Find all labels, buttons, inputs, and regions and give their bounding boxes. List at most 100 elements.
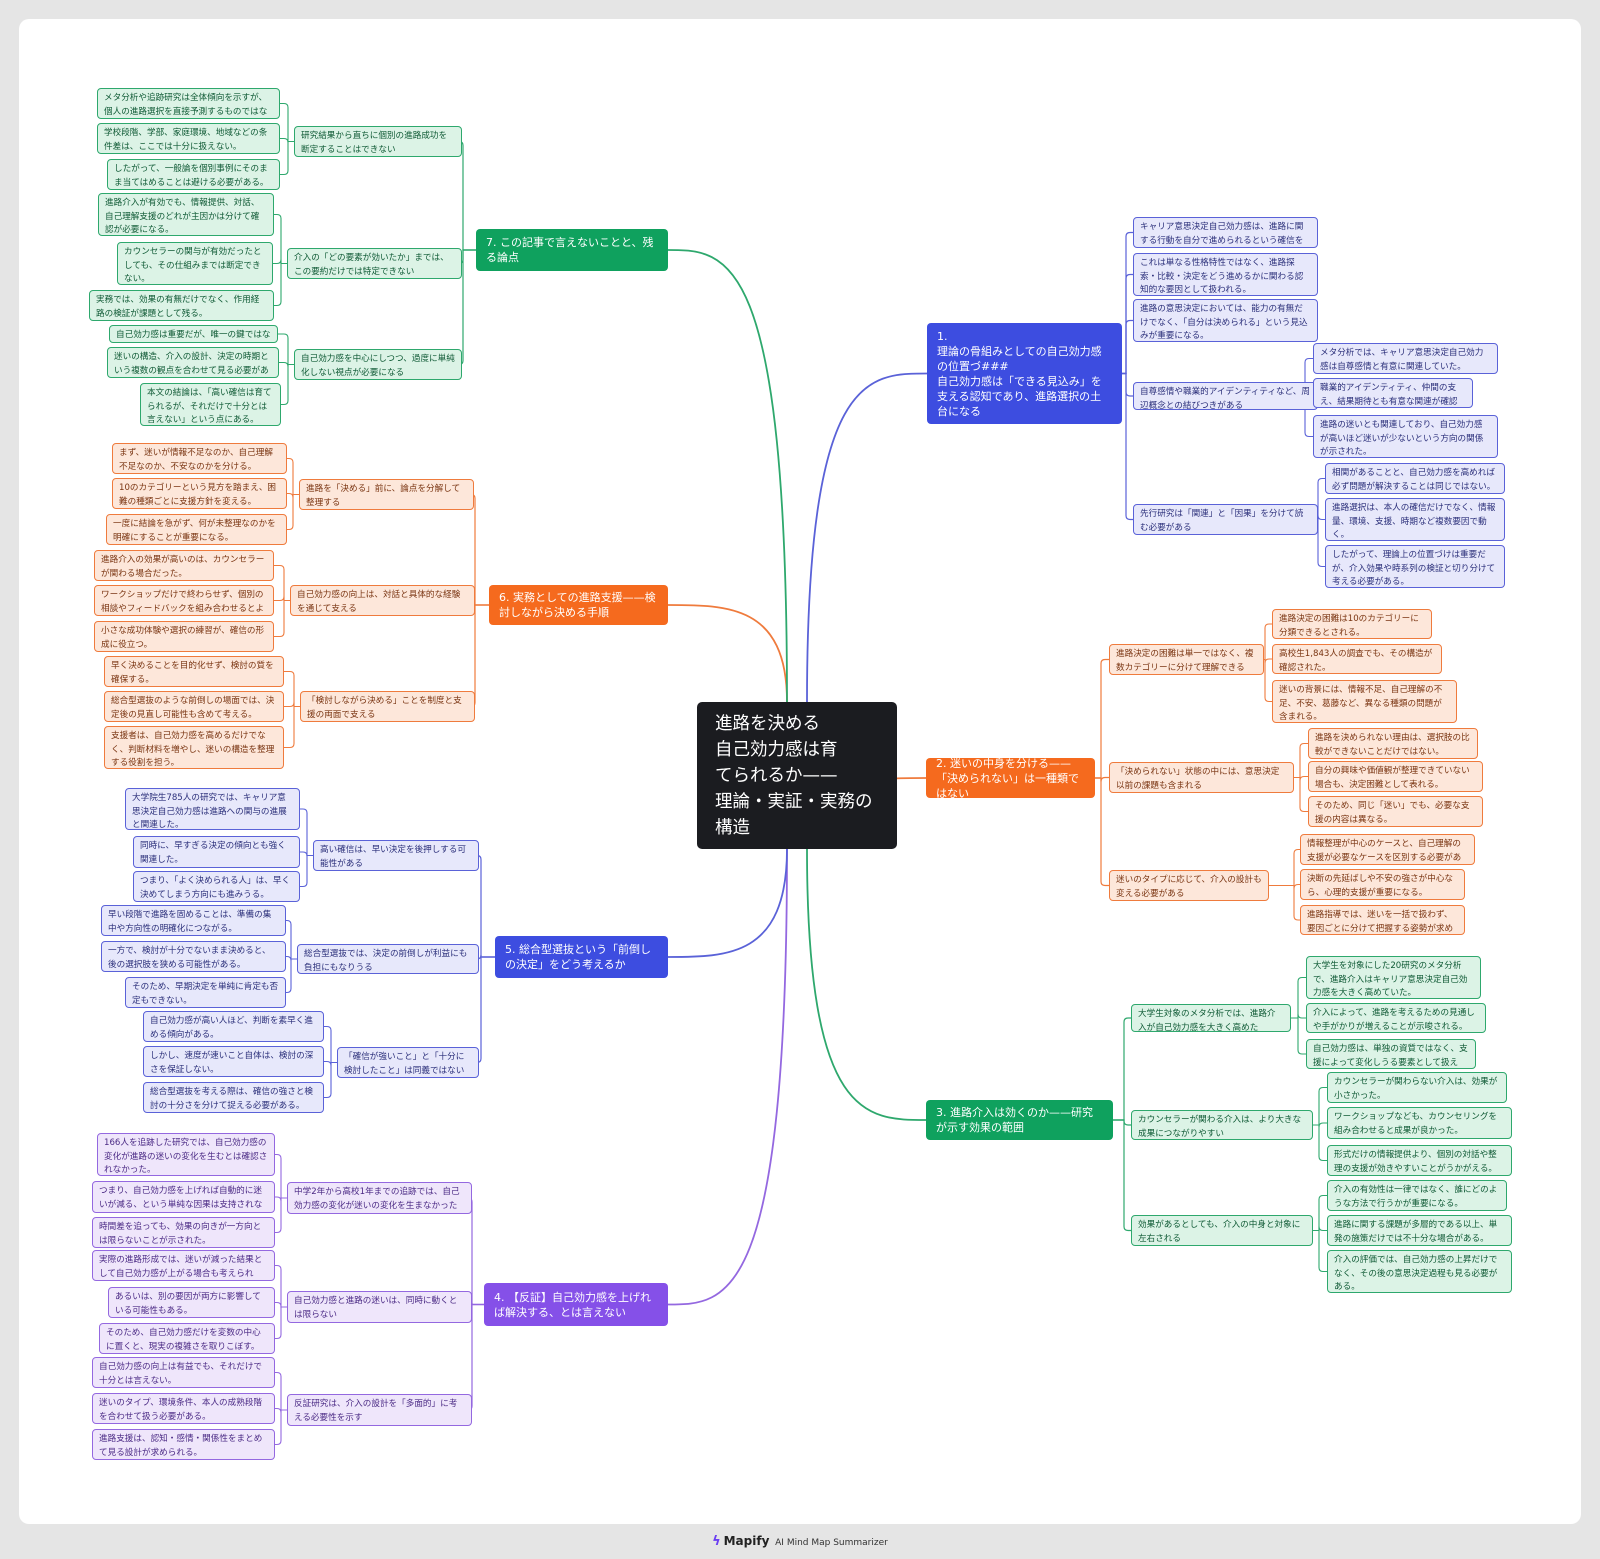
leaf-7-1-3[interactable]: したがって、一般論を個別事例にそのまま当てはめることは避ける必要がある。 bbox=[107, 159, 280, 190]
central-topic[interactable]: 進路を決める 自己効力感は育 てられるか—— 理論・実証・実務の 構造 bbox=[697, 702, 897, 849]
leaf-6-3-1[interactable]: 早く決めることを目的化せず、検討の質を確保する。 bbox=[104, 656, 284, 687]
leaf-2-2-2[interactable]: 自分の興味や価値観が整理できていない場合も、決定困難として表れる。 bbox=[1308, 761, 1483, 792]
subtopic-6-1[interactable]: 進路を「決める」前に、論点を分解して整理する bbox=[299, 479, 474, 510]
subtopic-5-2[interactable]: 総合型選抜では、決定の前倒しが利益にも負担にもなりうる bbox=[297, 944, 479, 974]
leaf-2-3-1[interactable]: 情報整理が中心のケースと、自己理解の支援が必要なケースを区別する必要がある。 bbox=[1300, 834, 1475, 865]
leaf-3-1-3[interactable]: 自己効力感は、単独の資質ではなく、支援によって変化しうる要素として扱える。 bbox=[1306, 1039, 1476, 1069]
leaf-3-1-2[interactable]: 介入によって、進路を考えるための見通しや手がかりが増えることが示唆される。 bbox=[1306, 1003, 1486, 1033]
leaf-1-4-2[interactable]: 職業的アイデンティティ、仲間の支え、結果期待とも有意な関連が確認された。 bbox=[1313, 378, 1473, 408]
branch-topic-7[interactable]: 7. この記事で言えないことと、残る論点 bbox=[476, 229, 668, 271]
leaf-4-1-3[interactable]: 時間差を追っても、効果の向きが一方向とは限らないことが示された。 bbox=[92, 1217, 275, 1248]
leaf-5-1-3[interactable]: つまり、「よく決められる人」は、早く決めてしまう方向にも進みうる。 bbox=[133, 871, 300, 902]
branch-topic-2[interactable]: 2. 迷いの中身を分ける——「決められない」は一種類ではない bbox=[926, 758, 1095, 798]
leaf-4-2-1[interactable]: 実際の進路形成では、迷いが減った結果として自己効力感が上がる場合も考えられる。 bbox=[92, 1250, 275, 1281]
leaf-4-3-3[interactable]: 進路支援は、認知・感情・関係性をまとめて見る設計が求められる。 bbox=[92, 1429, 275, 1460]
subtopic-1-1[interactable]: キャリア意思決定自己効力感は、進路に関する行動を自分で進められるという確信を指す… bbox=[1133, 217, 1318, 248]
subtopic-4-3[interactable]: 反証研究は、介入の設計を「多面的」に考える必要性を示す bbox=[287, 1394, 472, 1426]
subtopic-connector bbox=[476, 854, 495, 958]
subtopic-7-3[interactable]: 自己効力感を中心にしつつ、過度に単純化しない視点が必要になる bbox=[294, 349, 462, 380]
leaf-6-2-2[interactable]: ワークショップだけで終わらせず、個別の相談やフィードバックを組み合わせるとよい。 bbox=[94, 585, 274, 616]
leaf-5-3-2[interactable]: しかし、速度が速いこと自体は、検討の深さを保証しない。 bbox=[143, 1046, 324, 1077]
leaf-6-2-3[interactable]: 小さな成功体験や選択の練習が、確信の形成に役立つ。 bbox=[94, 621, 274, 652]
subtopic-3-2[interactable]: カウンセラーが関わる介入は、より大きな成果につながりやすい bbox=[1131, 1110, 1313, 1140]
branch-topic-5[interactable]: 5. 総合型選抜という「前倒しの決定」をどう考えるか bbox=[495, 936, 668, 978]
leaf-2-1-1[interactable]: 進路決定の困難は10のカテゴリーに分類できるとされる。 bbox=[1272, 609, 1432, 639]
subtopic-4-2[interactable]: 自己効力感と進路の迷いは、同時に動くとは限らない bbox=[287, 1291, 472, 1323]
subtopic-1-2[interactable]: これは単なる性格特性ではなく、進路探索・比較・決定をどう進めるかに関わる認知的な… bbox=[1133, 253, 1318, 296]
leaf-5-2-1[interactable]: 早い段階で進路を固めることは、準備の集中や方向性の明確化につながる。 bbox=[101, 905, 286, 936]
leaf-7-3-3[interactable]: 本文の結論は、「高い確信は育てられるが、それだけで十分とは言えない」という点にあ… bbox=[140, 383, 281, 426]
leaf-3-2-3[interactable]: 形式だけの情報提供より、個別の対話や整理の支援が効きやすいことがうかがえる。 bbox=[1327, 1145, 1512, 1176]
leaf-6-1-2[interactable]: 10のカテゴリーという見方を踏まえ、困難の種類ごとに支援方針を変える。 bbox=[112, 478, 287, 509]
subtopic-7-1[interactable]: 研究結果から直ちに個別の進路成功を断定することはできない bbox=[294, 126, 462, 157]
branch-topic-1[interactable]: 1. 理論の骨組みとしての自己効力感の位置づ### 自己効力感は「できる見込み」… bbox=[927, 323, 1122, 424]
leaf-6-2-1[interactable]: 進路介入の効果が高いのは、カウンセラーが関わる場合だった。 bbox=[94, 550, 274, 581]
subtopic-2-2[interactable]: 「決められない」状態の中には、意思決定以前の課題も含まれる bbox=[1109, 762, 1294, 793]
subtopic-2-3[interactable]: 迷いのタイプに応じて、介入の設計も変える必要がある bbox=[1109, 870, 1269, 901]
subtopic-5-1[interactable]: 高い確信は、早い決定を後押しする可能性がある bbox=[313, 840, 479, 871]
leaf-3-2-1[interactable]: カウンセラーが関わらない介入は、効果が小さかった。 bbox=[1327, 1072, 1507, 1103]
leaf-2-3-2[interactable]: 決断の先延ばしや不安の強さが中心なら、心理的支援が重要になる。 bbox=[1300, 869, 1465, 900]
subtopic-5-3[interactable]: 「確信が強いこと」と「十分に検討したこと」は同義ではない bbox=[337, 1047, 479, 1078]
leaf-1-5-1[interactable]: 相関があることと、自己効力感を高めれば必ず問題が解決することは同じではない。 bbox=[1325, 463, 1505, 494]
subtopic-3-1[interactable]: 大学生対象のメタ分析では、進路介入が自己効力感を大きく高めた bbox=[1131, 1004, 1291, 1032]
leaf-7-1-1[interactable]: メタ分析や追跡研究は全体傾向を示すが、個人の進路選択を直接予測するものではない。 bbox=[97, 88, 280, 119]
leaf-2-1-3[interactable]: 迷いの背景には、情報不足、自己理解の不足、不安、葛藤など、異なる種類の問題が含ま… bbox=[1272, 680, 1457, 723]
leaf-connector bbox=[1294, 776, 1308, 813]
leaf-7-3-1[interactable]: 自己効力感は重要だが、唯一の鍵ではない。 bbox=[109, 325, 278, 343]
leaf-7-3-2[interactable]: 迷いの構造、介入の設計、決定の時期という複数の観点を合わせて見る必要がある。 bbox=[107, 347, 279, 378]
leaf-1-4-3-label: 進路の迷いとも関連しており、自己効力感が高いほど迷いが少ないという方向の関係が示… bbox=[1320, 420, 1484, 457]
leaf-4-2-2[interactable]: あるいは、別の要因が両方に影響している可能性もある。 bbox=[108, 1287, 275, 1318]
leaf-4-3-1[interactable]: 自己効力感の向上は有益でも、それだけで十分とは言えない。 bbox=[92, 1357, 275, 1388]
branch-connector bbox=[667, 604, 788, 703]
subtopic-1-3[interactable]: 進路の意思決定においては、能力の有無だけでなく、「自分は決められる」という見込み… bbox=[1133, 299, 1318, 342]
leaf-4-1-2[interactable]: つまり、自己効力感を上げれば自動的に迷いが減る、という単純な因果は支持されない。 bbox=[92, 1181, 275, 1213]
branch-topic-3[interactable]: 3. 進路介入は効くのか——研究が示す効果の範囲 bbox=[926, 1100, 1113, 1140]
leaf-1-5-2[interactable]: 進路選択は、本人の確信だけでなく、情報量、環境、支援、時期など複数要因で動く。 bbox=[1325, 498, 1505, 541]
leaf-2-1-2[interactable]: 高校生1,843人の調査でも、その構造が確認された。 bbox=[1272, 644, 1442, 674]
leaf-7-2-3[interactable]: 実務では、効果の有無だけでなく、作用経路の検証が課題として残る。 bbox=[89, 290, 274, 321]
leaf-5-3-3[interactable]: 総合型選抜を考える際は、確信の強さと検討の十分さを分けて捉える必要がある。 bbox=[143, 1082, 324, 1113]
leaf-3-1-1[interactable]: 大学生を対象にした20研究のメタ分析で、進路介入はキャリア意思決定自己効力感を大… bbox=[1306, 956, 1481, 999]
subtopic-1-5[interactable]: 先行研究は「関連」と「因果」を分けて読む必要がある bbox=[1133, 504, 1318, 535]
leaf-3-3-1[interactable]: 介入の有効性は一律ではなく、誰にどのような方法で行うかが重要になる。 bbox=[1327, 1180, 1507, 1211]
leaf-2-2-1[interactable]: 進路を決められない理由は、選択肢の比較ができないことだけではない。 bbox=[1308, 728, 1478, 759]
leaf-4-2-3[interactable]: そのため、自己効力感だけを変数の中心に置くと、現実の複雑さを取りこぼす。 bbox=[99, 1323, 275, 1354]
leaf-6-1-3[interactable]: 一度に結論を急がず、何が未整理なのかを明確にすることが重要になる。 bbox=[106, 514, 287, 545]
leaf-1-5-3[interactable]: したがって、理論上の位置づけは重要だが、介入効果や時系列の検証と切り分けて考える… bbox=[1325, 545, 1505, 588]
leaf-6-1-1[interactable]: まず、迷いが情報不足なのか、自己理解不足なのか、不安なのかを分ける。 bbox=[112, 443, 287, 474]
leaf-5-1-1[interactable]: 大学院生785人の研究では、キャリア意思決定自己効力感は進路への関与の進展と関連… bbox=[125, 788, 300, 830]
leaf-5-2-2[interactable]: 一方で、検討が十分でないまま決めると、後の選択肢を狭める可能性がある。 bbox=[101, 941, 286, 972]
leaf-6-2-2-label: ワークショップだけで終わらせず、個別の相談やフィードバックを組み合わせるとよい。 bbox=[101, 590, 265, 614]
leaf-3-2-2[interactable]: ワークショップなども、カウンセリングを組み合わせると成果が良かった。 bbox=[1327, 1107, 1512, 1139]
leaf-4-1-1[interactable]: 166人を追跡した研究では、自己効力感の変化が進路の迷いの変化を生むとは確認され… bbox=[97, 1133, 275, 1176]
subtopic-7-2[interactable]: 介入の「どの要素が効いたか」までは、この要約だけでは特定できない bbox=[287, 248, 462, 279]
leaf-1-4-1[interactable]: メタ分析では、キャリア意思決定自己効力感は自尊感情と有意に関連していた。 bbox=[1313, 343, 1498, 374]
leaf-7-2-2[interactable]: カウンセラーの関与が有効だったとしても、その仕組みまでは断定できない。 bbox=[117, 242, 273, 285]
leaf-5-3-1[interactable]: 自己効力感が高い人ほど、判断を素早く進める傾向がある。 bbox=[143, 1011, 324, 1042]
subtopic-3-3[interactable]: 効果があるとしても、介入の中身と対象に左右される bbox=[1131, 1215, 1313, 1246]
leaf-5-2-3[interactable]: そのため、早期決定を単純に肯定も否定もできない。 bbox=[125, 977, 286, 1008]
leaf-4-3-2[interactable]: 迷いのタイプ、環境条件、本人の成熟段階を合わせて扱う必要がある。 bbox=[92, 1393, 275, 1424]
branch-topic-6[interactable]: 6. 実務としての進路支援——検討しながら決める手順 bbox=[489, 585, 668, 625]
leaf-6-3-2[interactable]: 総合型選抜のような前倒しの場面では、決定後の見直し可能性も含めて考える。 bbox=[104, 691, 284, 722]
leaf-2-2-3[interactable]: そのため、同じ「迷い」でも、必要な支援の内容は異なる。 bbox=[1308, 796, 1483, 827]
leaf-connector bbox=[1313, 1226, 1327, 1232]
leaf-7-1-2[interactable]: 学校段階、学部、家庭環境、地域などの条件差は、ここでは十分に扱えない。 bbox=[97, 123, 280, 154]
leaf-3-3-3[interactable]: 介入の評価では、自己効力感の上昇だけでなく、その後の意思決定過程も見る必要がある… bbox=[1327, 1250, 1512, 1293]
leaf-6-3-3[interactable]: 支援者は、自己効力感を高めるだけでなく、判断材料を増やし、迷いの構造を整理する役… bbox=[104, 726, 284, 769]
leaf-3-3-2[interactable]: 進路に関する課題が多層的である以上、単発の施策だけでは不十分な場合がある。 bbox=[1327, 1215, 1512, 1246]
subtopic-1-4[interactable]: 自尊感情や職業的アイデンティティなど、周辺概念との結びつきがある bbox=[1133, 382, 1318, 410]
leaf-2-3-3[interactable]: 進路指導では、迷いを一括で扱わず、要因ごとに分けて把握する姿勢が求められる。 bbox=[1300, 905, 1465, 935]
leaf-5-1-3-label: つまり、「よく決められる人」は、早く決めてしまう方向にも進みうる。 bbox=[140, 876, 291, 900]
branch-topic-4[interactable]: 4. 【反証】自己効力感を上げれば解決する、とは言えない bbox=[484, 1283, 668, 1326]
subtopic-6-3[interactable]: 「検討しながら決める」ことを制度と支援の両面で支える bbox=[300, 691, 475, 722]
subtopic-connector bbox=[1122, 273, 1133, 375]
subtopic-4-1[interactable]: 中学2年から高校1年までの追跡では、自己効力感の変化が迷いの変化を生まなかった bbox=[287, 1182, 472, 1214]
leaf-1-4-3[interactable]: 進路の迷いとも関連しており、自己効力感が高いほど迷いが少ないという方向の関係が示… bbox=[1313, 415, 1498, 458]
subtopic-6-2[interactable]: 自己効力感の向上は、対話と具体的な経験を通じて支える bbox=[290, 585, 475, 616]
leaf-7-2-1[interactable]: 進路介入が有効でも、情報提供、対話、自己理解支援のどれが主因かは分けて確認が必要… bbox=[98, 193, 274, 236]
leaf-5-3-1-label: 自己効力感が高い人ほど、判断を素早く進める傾向がある。 bbox=[150, 1016, 313, 1040]
subtopic-2-1[interactable]: 進路決定の困難は単一ではなく、複数カテゴリーに分けて理解できる bbox=[1109, 644, 1264, 675]
leaf-5-1-2[interactable]: 同時に、早すぎる決定の傾向とも強く関連した。 bbox=[133, 836, 300, 868]
